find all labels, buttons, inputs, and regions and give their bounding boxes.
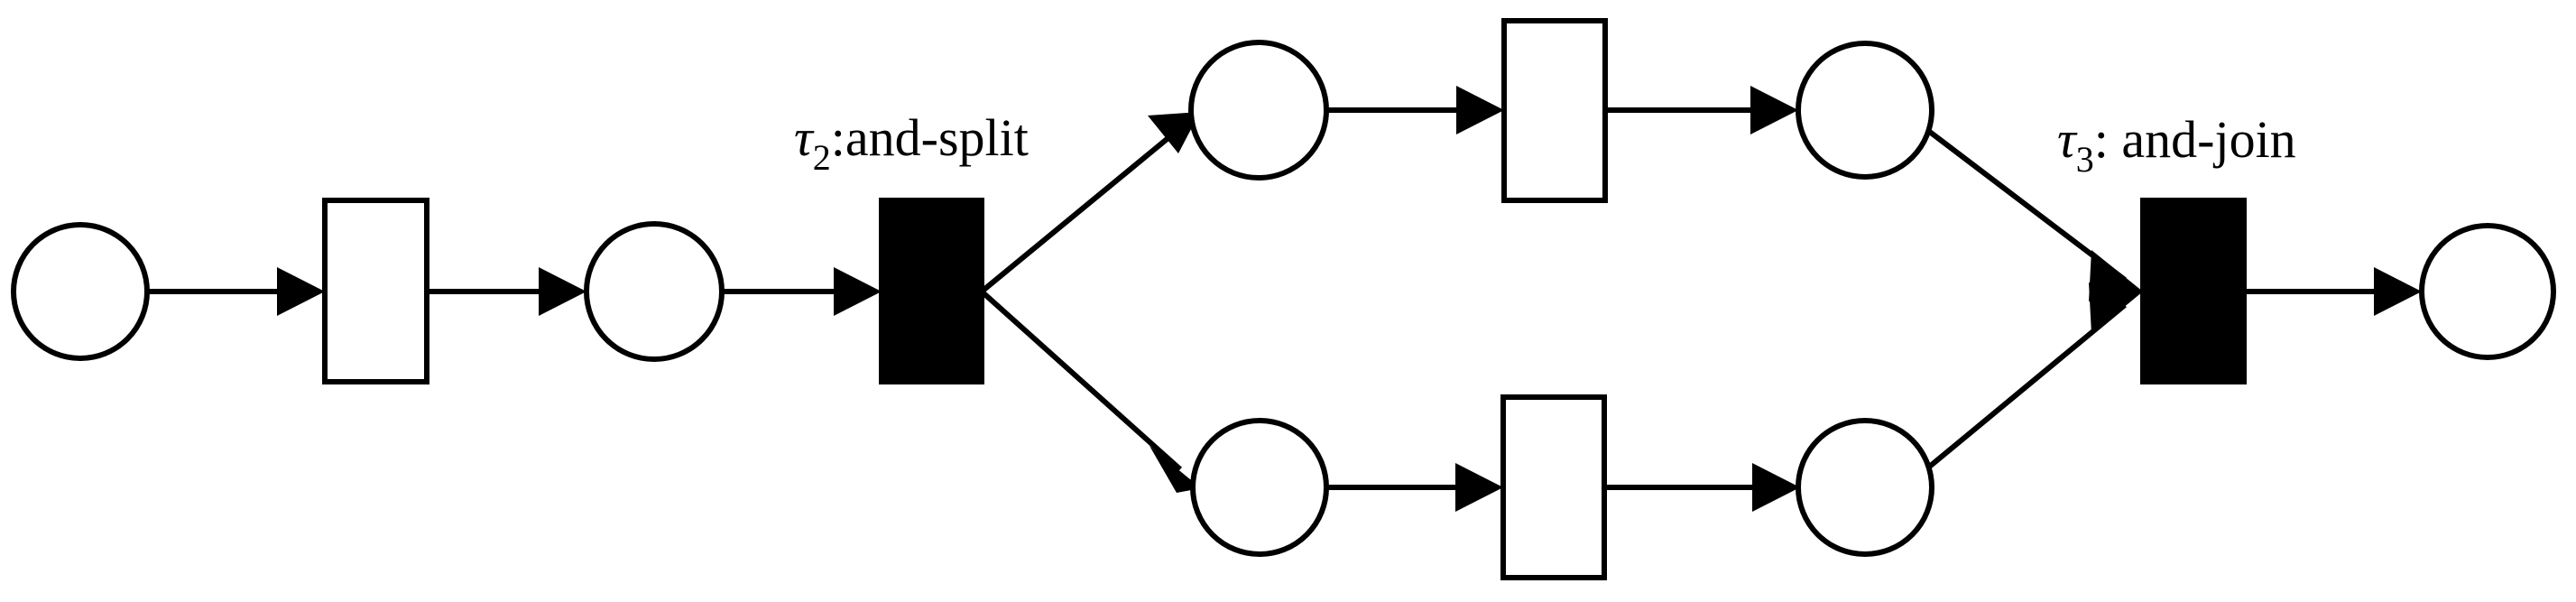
and-split-subscript: 2 xyxy=(813,137,831,178)
and-join-tau-glyph: τ xyxy=(2057,110,2078,169)
arc-and-split-to-top-left xyxy=(980,112,1200,294)
arc-first-to-second xyxy=(427,267,586,316)
arc-bottom-right-to-and-join xyxy=(1925,282,2143,471)
transition-bottom[interactable] xyxy=(1500,394,1607,580)
arc-top-left-to-t-top xyxy=(1326,86,1504,134)
and-join-separator: : xyxy=(2094,110,2109,169)
arc-t-top-to-top-right xyxy=(1605,86,1798,134)
place-bottom-right[interactable] xyxy=(1796,418,1934,557)
arrow-head-icon xyxy=(1148,112,1200,153)
place-second[interactable] xyxy=(584,221,725,362)
arrow-head-icon xyxy=(1750,86,1798,134)
and-split-separator: : xyxy=(831,108,845,167)
and-join-text: and-join xyxy=(2109,110,2296,169)
arc-and-join-to-end xyxy=(2244,267,2422,316)
arc-t-bottom-to-bottom-right xyxy=(1604,463,1800,512)
place-start[interactable] xyxy=(11,222,150,361)
arrow-head-icon xyxy=(1150,446,1201,493)
arc-and-split-to-bottom-left xyxy=(979,289,1201,493)
place-top-left[interactable] xyxy=(1188,40,1329,181)
place-bottom-left[interactable] xyxy=(1190,418,1329,557)
and-split-tau-glyph: τ xyxy=(794,108,815,167)
place-end[interactable] xyxy=(2419,223,2556,360)
arrow-head-icon xyxy=(539,267,586,316)
arrow-head-icon xyxy=(277,267,325,316)
arrow-head-icon xyxy=(1456,86,1504,134)
arrow-head-icon xyxy=(1455,463,1503,512)
transition-top[interactable] xyxy=(1501,18,1608,203)
transition-and-split[interactable] xyxy=(879,198,984,384)
and-join-label: τ3: and-join xyxy=(2057,110,2296,180)
arrow-head-icon xyxy=(834,267,882,316)
and-split-text: and-split xyxy=(845,108,1029,167)
and-split-label: τ2:and-split xyxy=(794,108,1029,178)
arrow-head-icon xyxy=(2374,267,2422,316)
and-join-subscript: 3 xyxy=(2076,139,2094,180)
transition-first[interactable] xyxy=(322,198,429,384)
transition-and-join[interactable] xyxy=(2140,198,2247,384)
place-top-right[interactable] xyxy=(1796,41,1934,180)
arc-bottom-left-to-t-bottom xyxy=(1326,463,1503,512)
arc-start-to-first xyxy=(147,267,325,316)
arrow-head-icon xyxy=(2089,282,2143,334)
arc-second-to-and-split xyxy=(722,267,882,316)
arrow-head-icon xyxy=(1752,463,1800,512)
